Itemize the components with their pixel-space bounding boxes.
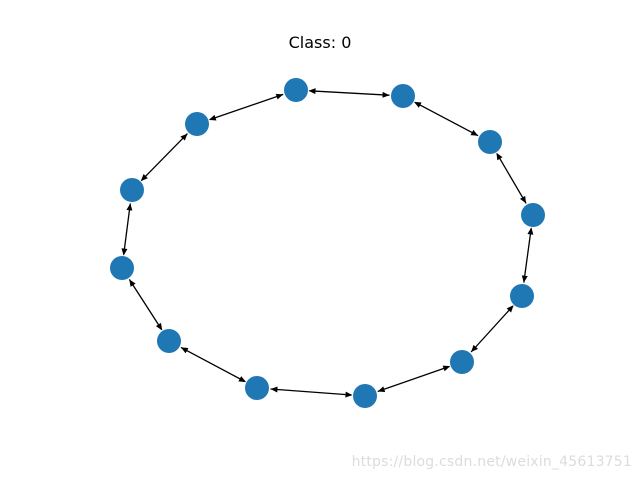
- edge-n6-n7: [270, 386, 353, 398]
- graph-node-n8: [157, 329, 181, 353]
- edge-n3-n4: [521, 227, 534, 283]
- graph-node-n6: [353, 384, 377, 408]
- graph-node-n1: [391, 84, 415, 108]
- graph-edges: [121, 88, 534, 398]
- graph-node-n11: [185, 112, 209, 136]
- edge-n11-n0: [208, 93, 284, 121]
- graph-node-n3: [521, 203, 545, 227]
- graph-node-n2: [478, 130, 502, 154]
- graph-node-n0: [284, 78, 308, 102]
- figure-title: Class: 0: [288, 33, 352, 52]
- graph-nodes: [110, 78, 545, 408]
- edge-n0-n1: [308, 88, 390, 98]
- edge-n9-n10: [121, 203, 133, 256]
- edge-n1-n2: [414, 101, 479, 137]
- edge-n8-n9: [128, 279, 163, 331]
- graph-node-n5: [450, 350, 474, 374]
- edge-n7-n8: [180, 346, 246, 383]
- graph-node-n4: [510, 284, 534, 308]
- watermark: https://blog.csdn.net/weixin_45613751: [351, 454, 632, 470]
- graph-node-n10: [120, 178, 144, 202]
- edge-n5-n6: [377, 365, 451, 393]
- edge-n2-n3: [496, 152, 527, 204]
- graph-node-n7: [245, 376, 269, 400]
- edge-n10-n11: [140, 133, 188, 182]
- graph-node-n9: [110, 256, 134, 280]
- edge-n4-n5: [470, 305, 514, 353]
